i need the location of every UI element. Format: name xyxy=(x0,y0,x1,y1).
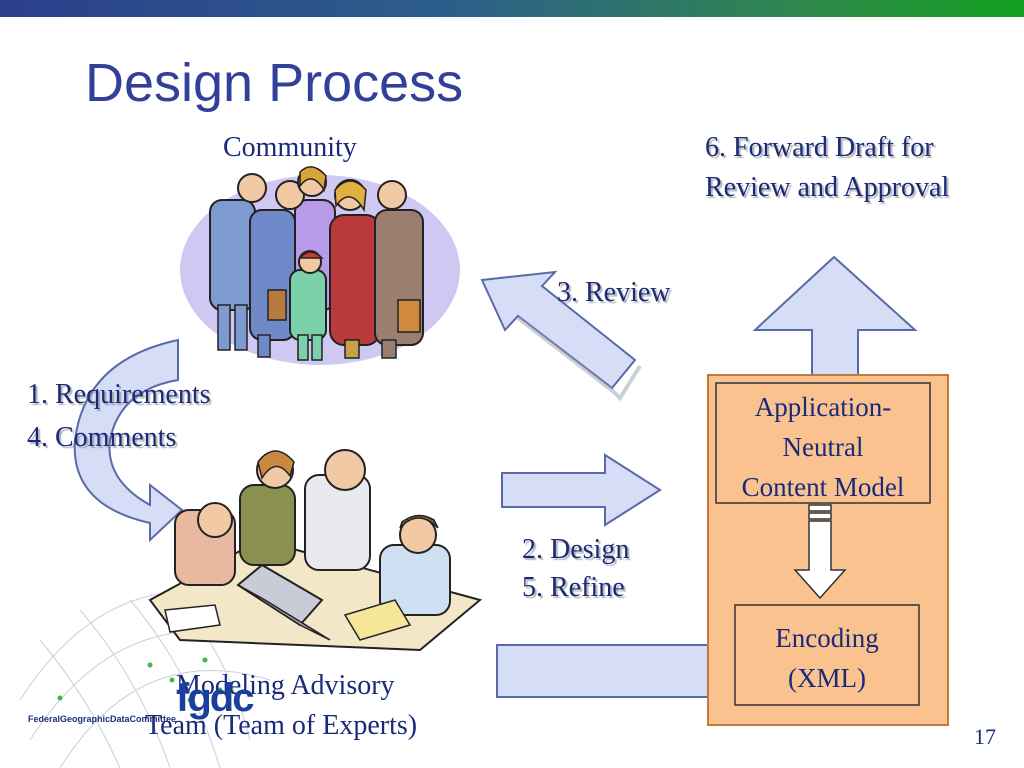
content-model-text: Application- Neutral Content Model xyxy=(716,387,930,507)
team-label-line1: Modeling Advisory xyxy=(176,670,395,701)
requirements-label: 1. Requirements xyxy=(27,379,211,410)
encoding-box xyxy=(734,604,920,706)
encoding-line1: Encoding xyxy=(775,623,879,653)
content-model-line2: Neutral xyxy=(782,432,864,462)
globe-dots xyxy=(57,657,223,703)
review-arrow xyxy=(480,270,637,390)
return-bar xyxy=(496,644,711,698)
top-gradient-bar xyxy=(0,0,1024,17)
fgdc-logo-mark: fgdc xyxy=(176,676,254,720)
team-illustration xyxy=(148,449,483,652)
page-number: 17 xyxy=(974,724,996,749)
forward-arrow xyxy=(752,255,918,376)
design-arrow xyxy=(501,453,662,527)
team-label-line2: Team (Team of Experts) xyxy=(145,710,418,741)
slide-title: Design Process xyxy=(85,53,464,113)
fgdc-logo-text: FederalGeographicDataCommittee xyxy=(28,714,177,724)
content-model-line1: Application- xyxy=(754,392,892,422)
forward-label-line2: Review and Approval xyxy=(705,172,950,203)
comments-label: 4. Comments xyxy=(27,422,177,453)
curved-arrow-left xyxy=(73,338,184,543)
design-label: 2. Design xyxy=(522,534,630,565)
refine-label: 5. Refine xyxy=(522,572,625,603)
content-model-box xyxy=(715,382,931,504)
forward-label-line1: 6. Forward Draft for xyxy=(705,132,934,163)
encoding-line2: (XML) xyxy=(788,663,866,693)
community-illustration xyxy=(180,166,460,365)
review-label: 3. Review xyxy=(557,277,671,308)
encoding-text: Encoding (XML) xyxy=(735,618,919,698)
down-arrow xyxy=(793,504,847,600)
community-label: Community xyxy=(223,132,357,163)
content-model-line3: Content Model xyxy=(741,472,905,502)
